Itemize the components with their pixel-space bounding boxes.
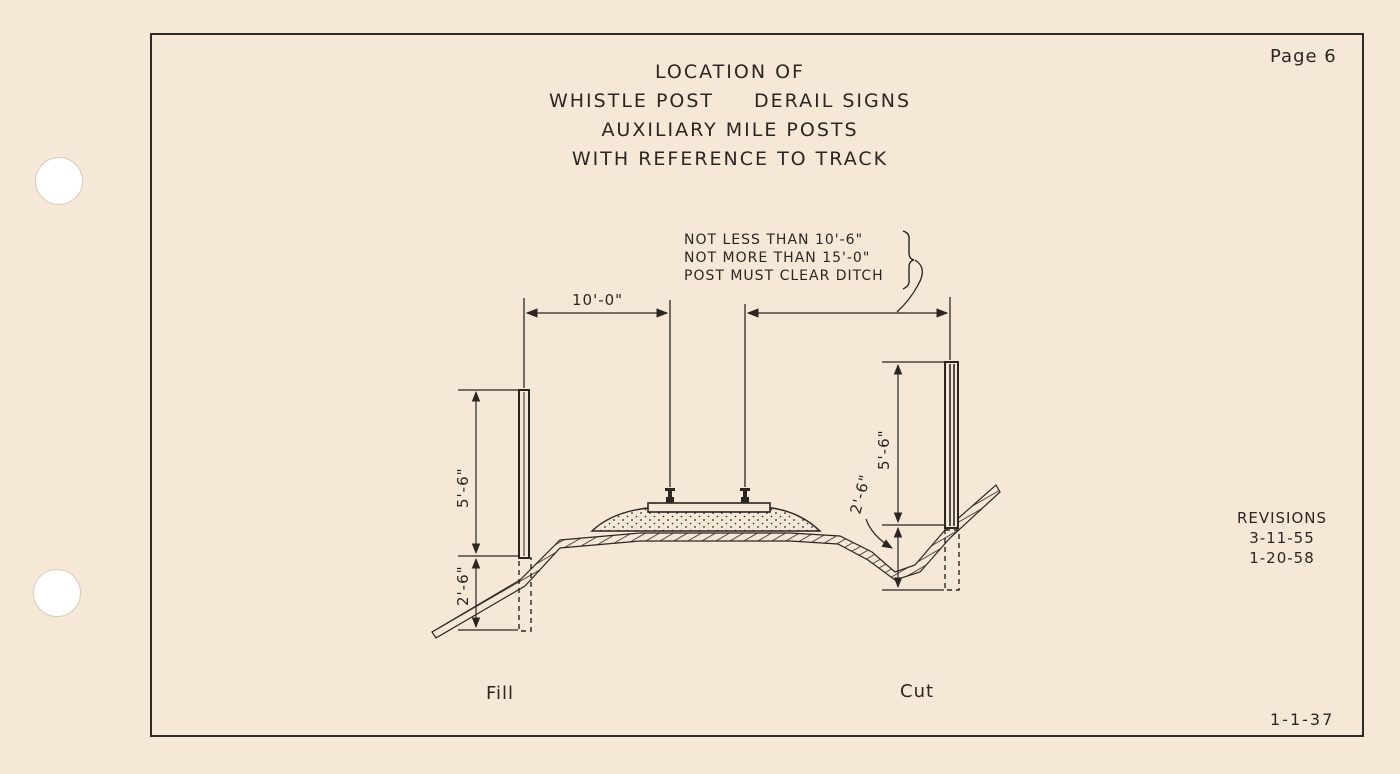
drawing-title: LOCATION OF WHISTLE POST DERAIL SIGNS AUX…	[450, 58, 1010, 174]
binder-hole-bottom	[33, 569, 81, 617]
post-cut	[944, 361, 959, 529]
dim-ditch-depth-cut: 2'-6"	[846, 472, 874, 516]
ballast	[590, 507, 822, 532]
dim-post-height-fill: 5'-6"	[454, 467, 472, 508]
track-tie	[647, 502, 771, 513]
rail-left	[665, 488, 675, 503]
page-label: Page 6	[1270, 46, 1337, 67]
ground-profile	[431, 484, 1001, 639]
clearance-note: NOT LESS THAN 10'-6" NOT MORE THAN 15'-0…	[684, 231, 884, 285]
note-brace	[902, 230, 915, 290]
title-derail-signs: DERAIL SIGNS	[754, 90, 912, 112]
binder-hole-top	[35, 157, 83, 205]
dim-rail-to-post-fill: 10'-0"	[572, 291, 623, 309]
rail-right	[740, 488, 750, 503]
document-code: 1-1-37	[1270, 710, 1335, 729]
dim-post-height-cut: 5'-6"	[875, 429, 893, 470]
post-cut-embed	[944, 529, 960, 591]
dim-post-embed-fill: 2'-6"	[454, 565, 472, 606]
note-line-1: NOT LESS THAN 10'-6"	[684, 232, 864, 248]
title-line-2: WHISTLE POST DERAIL SIGNS	[450, 87, 1010, 116]
note-line-3: POST MUST CLEAR DITCH	[684, 268, 884, 284]
ditch-leader	[865, 518, 893, 549]
title-line-4: WITH REFERENCE TO TRACK	[571, 148, 889, 170]
drawing-border	[150, 33, 1364, 737]
note-line-2: NOT MORE THAN 15'-0"	[684, 250, 871, 266]
title-whistle-post: WHISTLE POST	[548, 90, 715, 112]
fill-label: Fill	[486, 683, 515, 704]
cut-label: Cut	[900, 681, 935, 702]
revisions-block: REVISIONS 3-11-55 1-20-58	[1222, 508, 1342, 568]
note-leader	[896, 259, 923, 313]
revision-date: 3-11-55	[1249, 529, 1315, 547]
title-line-1: LOCATION OF	[655, 61, 805, 83]
title-line-3: AUXILIARY MILE POSTS	[601, 119, 859, 141]
revisions-heading: REVISIONS	[1236, 509, 1328, 527]
post-fill-embed	[518, 557, 532, 632]
revision-date: 1-20-58	[1249, 549, 1315, 567]
